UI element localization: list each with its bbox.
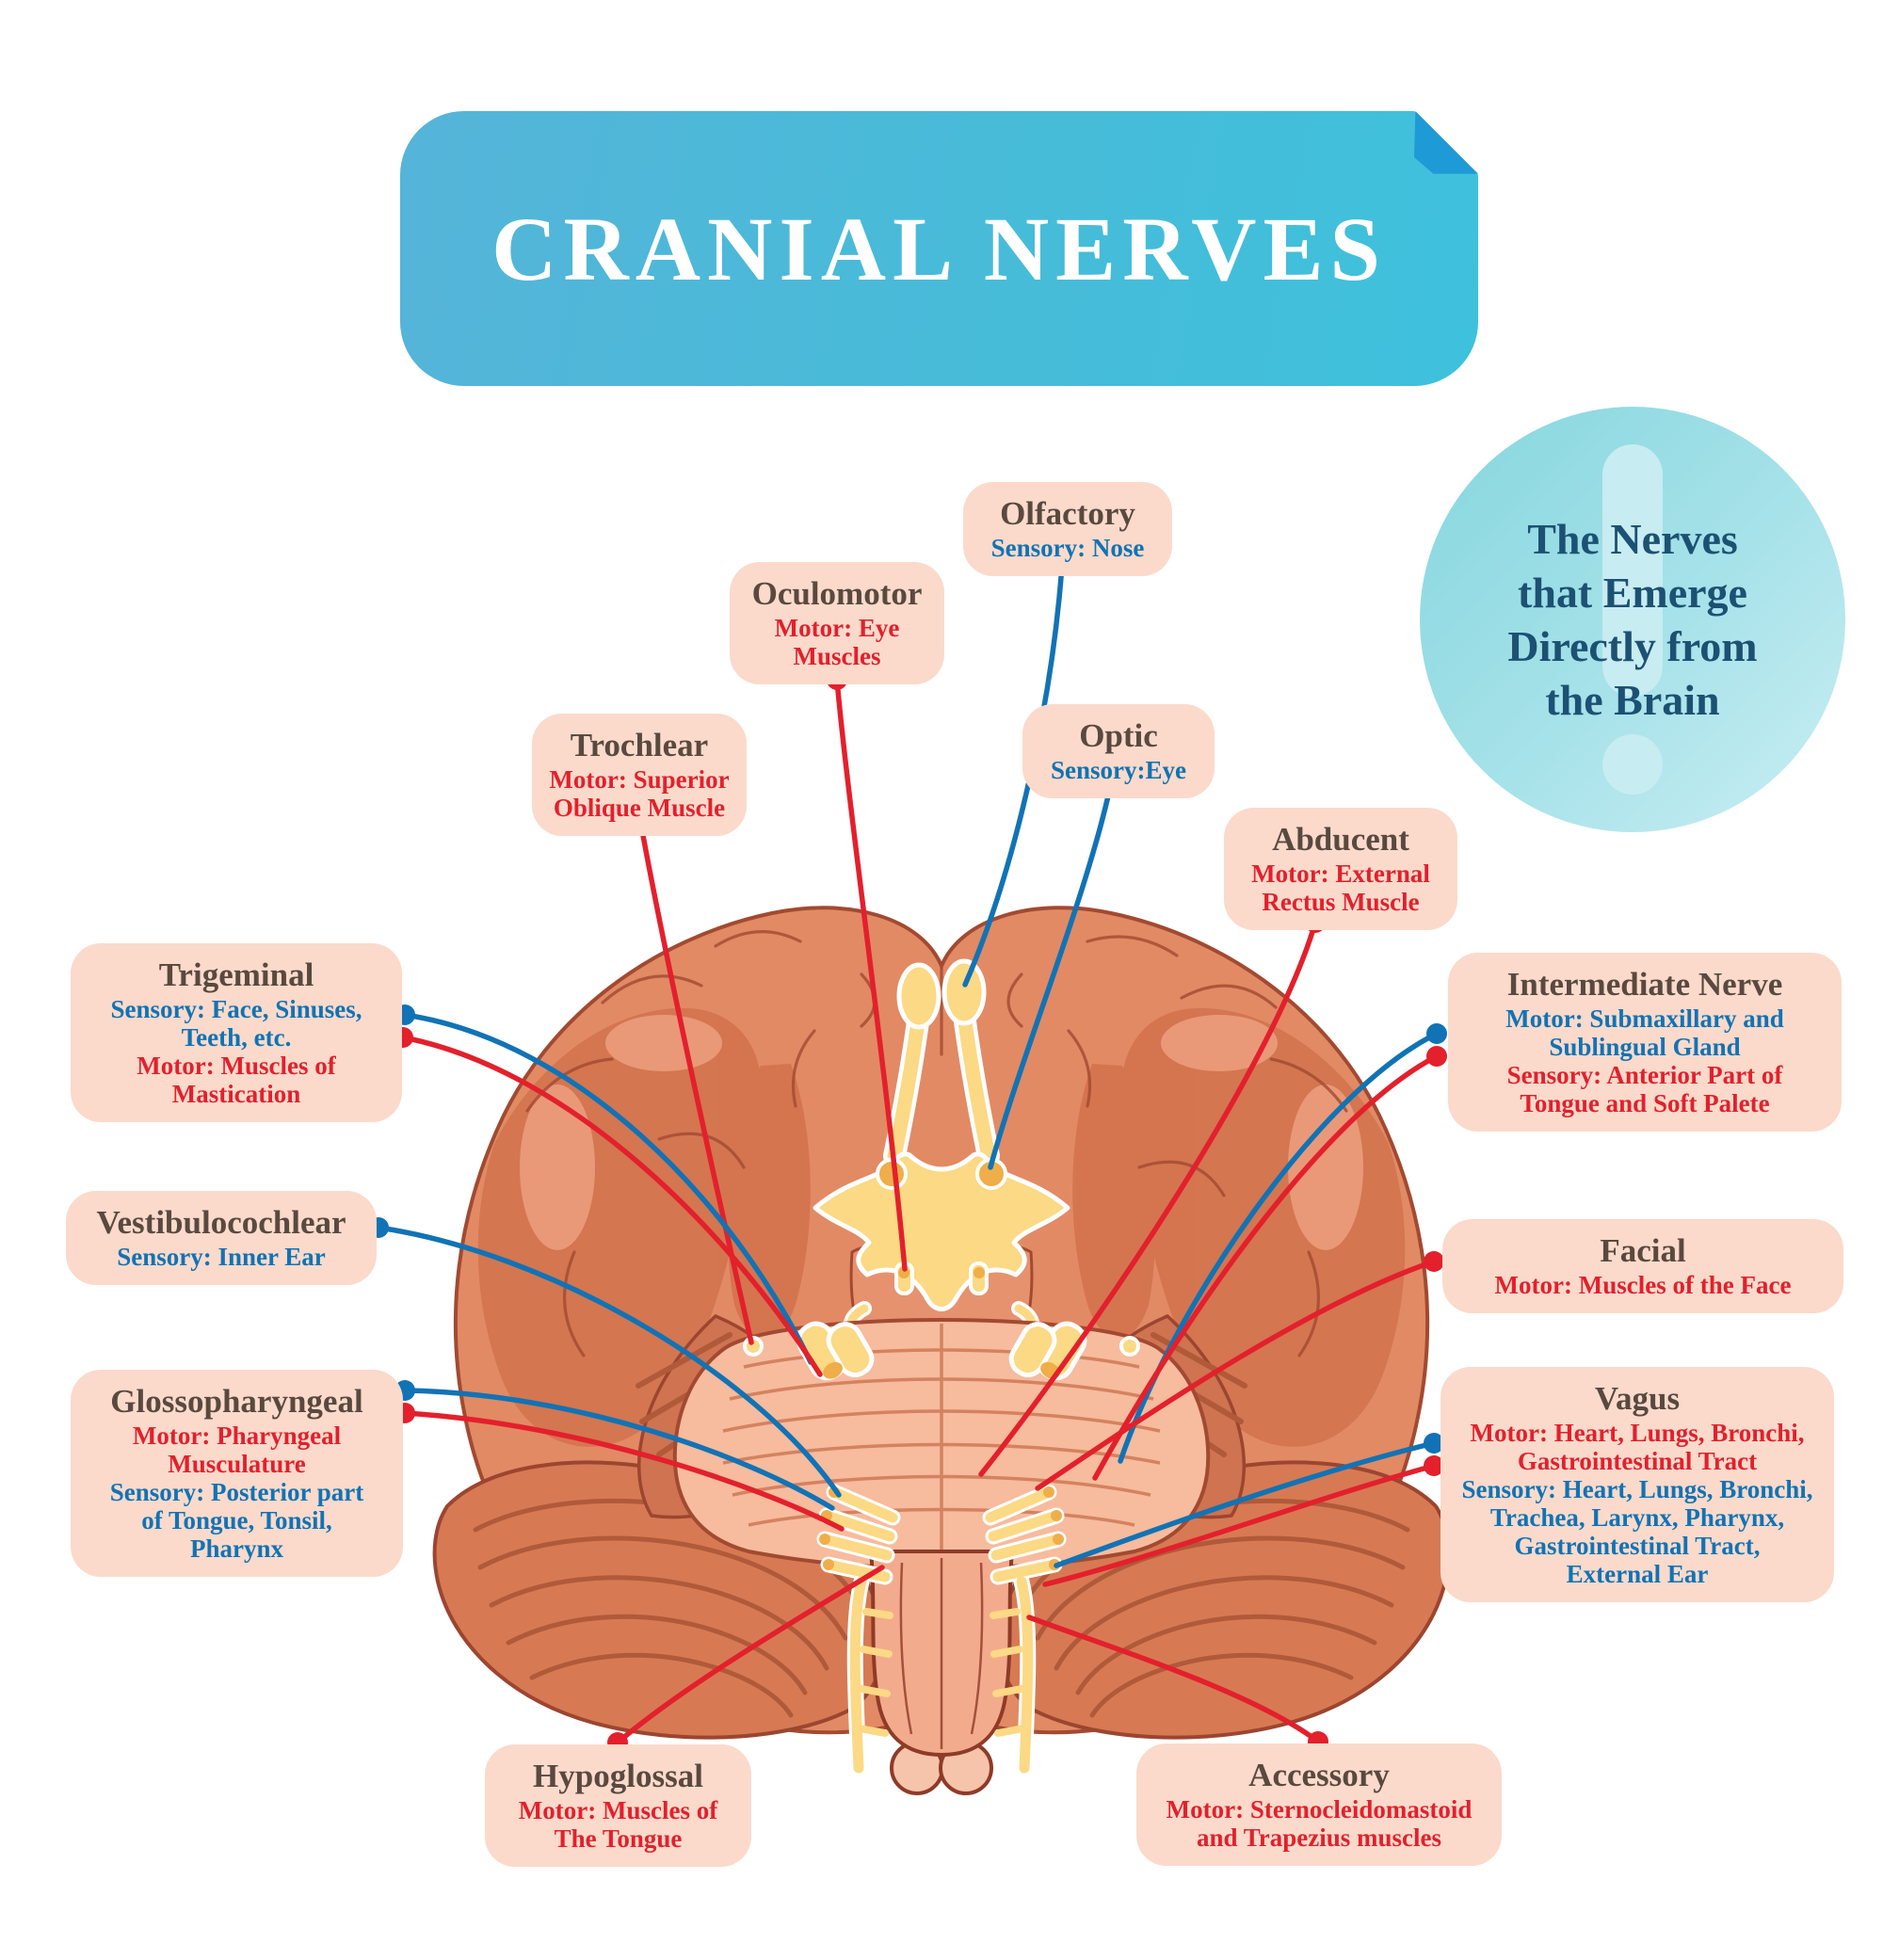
nerve-label-facial: Facial Motor: Muscles of the Face (1442, 1219, 1843, 1313)
nerve-function-line: Motor: External (1251, 860, 1430, 888)
nerve-name: Vagus (1594, 1380, 1681, 1417)
nerve-function-line: Oblique Muscle (553, 794, 726, 822)
nerve-function-line: Rectus Muscle (1262, 888, 1420, 916)
connector-lines (368, 554, 1447, 1753)
nerve-function-line: Motor: Muscles of (518, 1796, 718, 1824)
nerve-label-optic: Optic Sensory:Eye (1022, 704, 1215, 798)
nerve-function-line: Mastication (171, 1080, 301, 1108)
optic-chiasm (813, 1151, 1070, 1311)
connector-intermediate-motor (1118, 1031, 1440, 1464)
nerve-function-line: Motor: Submaxillary and (1505, 1004, 1784, 1033)
nerve-name: Glossopharyngeal (110, 1383, 363, 1420)
nerve-label-olfactory: Olfactory Sensory: Nose (963, 482, 1172, 576)
nerve-function-line: External Ear (1566, 1560, 1709, 1588)
nerve-label-accessory: Accessory Motor: Sternocleidomastoid and… (1136, 1743, 1502, 1866)
nerve-function-line: Gastrointestinal Tract (1517, 1447, 1758, 1475)
nerve-function-line: Muscles (793, 642, 881, 670)
exclamation-icon (1602, 444, 1663, 795)
connector-facial (1035, 1259, 1437, 1491)
nerve-function-line: The Tongue (554, 1824, 683, 1853)
nerve-function-line: Motor: Sternocleidomastoid (1166, 1795, 1473, 1823)
nerve-function-line: Motor: Muscles of the Face (1494, 1271, 1792, 1299)
nerve-label-abducent: Abducent Motor: External Rectus Muscle (1224, 808, 1457, 930)
connector-vagus-sensory (1054, 1440, 1437, 1568)
connector-trigeminal-sensory (402, 1012, 813, 1365)
nerve-name: Vestibulocochlear (96, 1204, 346, 1241)
nerve-function-line: Motor: Muscles of (137, 1052, 336, 1080)
connector-abducent (978, 920, 1318, 1477)
nerve-name: Facial (1600, 1232, 1686, 1269)
connector-intermediate-sensory (1092, 1053, 1440, 1481)
nerve-label-trochlear: Trochlear Motor: Superior Oblique Muscle (532, 714, 747, 836)
connector-glossopharyngeal-sensory (402, 1388, 835, 1511)
nerve-name: Accessory (1248, 1757, 1390, 1793)
olfactory-optic-nerves (813, 958, 1070, 1344)
badge-text-line: that Emerge (1518, 569, 1747, 617)
page-title: CRANIAL NERVES (491, 198, 1387, 299)
nerve-label-glossopharyngeal: Glossopharyngeal Motor: Pharyngeal Muscu… (71, 1370, 403, 1577)
title-banner: CRANIAL NERVES (400, 110, 1479, 386)
subtitle-badge: The Nerves that Emerge Directly from the… (1420, 407, 1845, 832)
nerve-name: Oculomotor (751, 575, 923, 612)
nerve-label-vestibulocochlear: Vestibulocochlear Sensory: Inner Ear (66, 1191, 377, 1285)
nerve-name: Hypoglossal (533, 1758, 703, 1794)
nerve-function-line: Teeth, etc. (181, 1023, 292, 1052)
connector-oculomotor (834, 677, 908, 1272)
connector-optic (988, 780, 1114, 1170)
badge-text-line: the Brain (1545, 676, 1720, 724)
nerve-function-line: Motor: Pharyngeal (132, 1422, 342, 1450)
badge-text-line: The Nerves (1527, 515, 1738, 563)
connector-vagus-motor (1042, 1463, 1437, 1587)
medulla-oblongata (868, 1550, 1015, 1795)
nerve-function-line: Gastrointestinal Tract, (1514, 1532, 1761, 1560)
nerve-function-line: Trachea, Larynx, Pharynx, (1489, 1503, 1785, 1532)
nerve-label-hypoglossal: Hypoglossal Motor: Muscles of The Tongue (485, 1744, 751, 1867)
nerve-function-line: Sensory:Eye (1051, 756, 1186, 784)
nerve-function-line: Sensory: Inner Ear (117, 1243, 326, 1271)
nerve-name: Olfactory (1000, 495, 1135, 532)
nerve-function-line: Motor: Superior (549, 765, 730, 794)
trigeminal-nerve-roots (743, 1321, 1140, 1381)
nerve-name: Optic (1079, 717, 1158, 754)
medulla-nerve-rootlets (816, 1484, 1067, 1776)
connector-vestibulocochlear (376, 1225, 842, 1498)
nerve-label-oculomotor: Oculomotor Motor: Eye Muscles (730, 562, 944, 684)
nerve-function-line: Pharynx (189, 1534, 283, 1563)
connector-trigeminal-motor (400, 1035, 823, 1377)
connector-trochlear (637, 817, 754, 1345)
nerve-function-line: Sensory: Face, Sinuses, (110, 995, 362, 1023)
nerve-function-line: Motor: Heart, Lungs, Bronchi, (1470, 1419, 1805, 1447)
nerve-name: Trochlear (570, 727, 709, 763)
nerve-function-line: Motor: Eye (774, 614, 900, 642)
connector-hypoglossal (615, 1565, 885, 1745)
nerve-function-line: Musculature (168, 1450, 306, 1478)
connector-accessory (1026, 1615, 1321, 1744)
nerve-name: Trigeminal (158, 956, 314, 993)
nerve-label-trigeminal: Trigeminal Sensory: Face, Sinuses, Teeth… (71, 943, 402, 1122)
nerve-label-vagus: Vagus Motor: Heart, Lungs, Bronchi, Gast… (1440, 1367, 1834, 1602)
nerve-function-line: Sensory: Heart, Lungs, Bronchi, (1461, 1475, 1813, 1503)
nerve-name: Intermediate Nerve (1506, 966, 1783, 1003)
nerve-function-line: and Trapezius muscles (1196, 1823, 1442, 1852)
nerve-function-line: of Tongue, Tonsil, (141, 1506, 332, 1534)
nerve-function-line: Sensory: Nose (990, 534, 1145, 562)
nerve-label-intermediate: Intermediate Nerve Motor: Submaxillary a… (1448, 953, 1842, 1132)
connector-glossopharyngeal-motor (402, 1410, 845, 1532)
badge-text-line: Directly from (1507, 622, 1758, 670)
nerve-function-line: Sublingual Gland (1549, 1033, 1741, 1061)
nerve-function-line: Sensory: Anterior Part of (1506, 1061, 1783, 1089)
nerve-function-line: Sensory: Posterior part (109, 1478, 364, 1506)
nerve-function-line: Tongue and Soft Palete (1520, 1089, 1770, 1117)
nerve-name: Abducent (1272, 821, 1409, 858)
